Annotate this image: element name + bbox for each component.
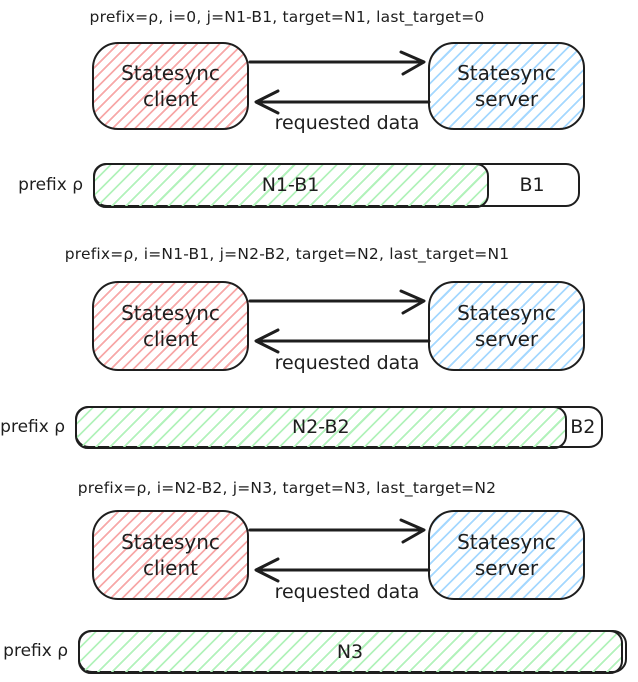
response-arrow-label: requested data: [274, 581, 420, 603]
statesync-client-box: Statesync client: [92, 281, 249, 371]
client-label: Statesync client: [121, 301, 220, 351]
statesync-server-box: Statesync server: [428, 281, 585, 371]
synced-range-segment: N3: [77, 629, 623, 674]
request-arrow: [248, 50, 426, 76]
response-arrow-label: requested data: [274, 112, 420, 134]
statesync-client-box: Statesync client: [92, 510, 249, 600]
statesync-server-box: Statesync server: [428, 42, 585, 130]
prefix-label: prefix ρ: [0, 417, 65, 437]
synced-range-label: N1-B1: [261, 174, 320, 196]
remaining-range-label: B2: [570, 416, 596, 438]
remaining-range-segment: B2: [565, 408, 601, 446]
prefix-label: prefix ρ: [3, 641, 68, 661]
request-response-arrows: [248, 289, 431, 354]
synced-range-label: N2-B2: [291, 416, 350, 438]
server-label: Statesync server: [457, 61, 556, 111]
prefix-bar: N3: [77, 629, 627, 674]
response-arrow: [254, 89, 431, 115]
stage-caption: prefix=ρ, i=N1-B1, j=N2-B2, target=N2, l…: [64, 245, 510, 263]
client-label: Statesync client: [121, 530, 220, 580]
remaining-range-label: B1: [519, 174, 545, 196]
statesync-client-box: Statesync client: [92, 42, 249, 130]
statesync-server-box: Statesync server: [428, 510, 585, 600]
stage-caption: prefix=ρ, i=N2-B2, j=N3, target=N3, last…: [77, 479, 497, 497]
response-arrow-label: requested data: [274, 352, 420, 374]
request-arrow: [248, 518, 426, 544]
prefix-bar: N1-B1 B1: [92, 162, 580, 208]
remaining-range-segment: B1: [486, 165, 578, 205]
request-response-arrows: [248, 518, 431, 583]
response-arrow: [254, 328, 431, 354]
remaining-range-segment: [620, 632, 625, 671]
synced-range-segment: N2-B2: [74, 405, 568, 449]
prefix-label: prefix ρ: [18, 175, 83, 195]
server-label: Statesync server: [457, 301, 556, 351]
request-arrow: [248, 289, 426, 315]
response-arrow: [254, 557, 431, 583]
stage-caption: prefix=ρ, i=0, j=N1-B1, target=N1, last_…: [89, 8, 485, 26]
synced-range-segment: N1-B1: [92, 162, 489, 208]
client-label: Statesync client: [121, 61, 220, 111]
request-response-arrows: [248, 50, 431, 115]
prefix-bar: N2-B2 B2: [74, 405, 603, 449]
synced-range-label: N3: [336, 640, 364, 663]
server-label: Statesync server: [457, 530, 556, 580]
